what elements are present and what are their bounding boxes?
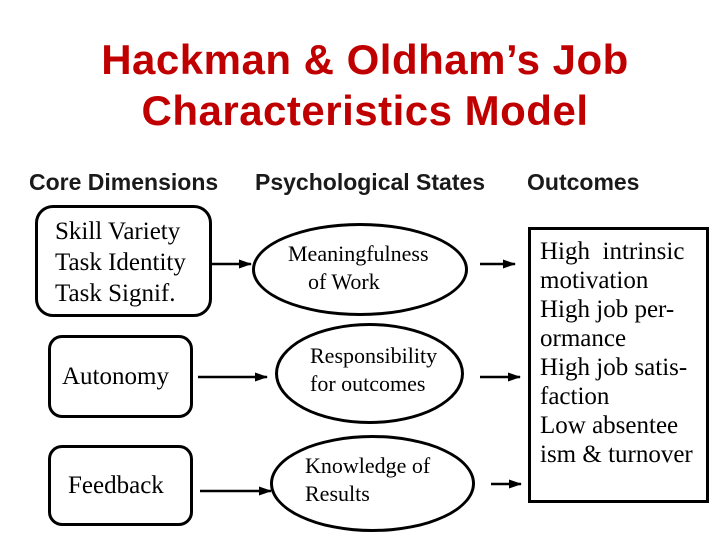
text-line: for outcomes — [310, 371, 426, 396]
psych-ellipse-meaningfulness-text: Meaningfulness of Work — [288, 240, 429, 296]
psych-ellipse-responsibility: Responsibility for outcomes — [275, 323, 464, 424]
text-line: Low absentee — [540, 412, 679, 439]
psych-ellipse-responsibility-text: Responsibility for outcomes — [310, 342, 437, 398]
core-box-feedback: Feedback — [48, 445, 193, 526]
text-line: Responsibility — [310, 343, 438, 368]
text-line: motivation — [540, 267, 649, 294]
psych-ellipse-knowledge-text: Knowledge of Results — [305, 452, 430, 508]
text-line: ormance — [540, 325, 627, 352]
psych-ellipse-meaningfulness: Meaningfulness of Work — [252, 223, 468, 316]
text-line: High job satis- — [540, 354, 688, 381]
column-header-outcomes: Outcomes — [527, 169, 640, 195]
text-line: Task Identity — [55, 249, 186, 276]
text-line: High intrinsic — [540, 238, 685, 265]
core-box-autonomy-text: Autonomy — [62, 363, 169, 390]
psych-ellipse-knowledge: Knowledge of Results — [270, 435, 475, 532]
text-line: of Work — [308, 269, 380, 294]
outcomes-box: High intrinsic motivation High job per- … — [528, 227, 709, 503]
text-line: faction — [540, 383, 610, 410]
text-line: Skill Variety — [55, 218, 181, 245]
text-line: Knowledge of — [305, 453, 431, 478]
slide-title-line1: Hackman & Oldham’s Job — [101, 36, 629, 83]
text-line: High job per- — [540, 296, 675, 323]
core-box-skill-variety: Skill Variety Task Identity Task Signif. — [35, 205, 212, 317]
slide-title-line2: Characteristics Model — [141, 87, 589, 134]
text-line: Results — [305, 481, 370, 506]
outcomes-box-text: High intrinsic motivation High job per- … — [540, 237, 693, 469]
column-header-core-dimensions: Core Dimensions — [29, 169, 219, 195]
core-box-autonomy: Autonomy — [48, 335, 193, 418]
core-box-skill-variety-text: Skill Variety Task Identity Task Signif. — [55, 216, 186, 309]
text-line: Task Signif. — [55, 280, 176, 307]
text-line: Meaningfulness — [288, 241, 429, 266]
text-line: ism & turnover — [540, 441, 693, 468]
core-box-feedback-text: Feedback — [68, 472, 164, 499]
slide-title: Hackman & Oldham’s Job Characteristics M… — [0, 34, 720, 136]
column-header-psychological-states: Psychological States — [255, 169, 486, 195]
